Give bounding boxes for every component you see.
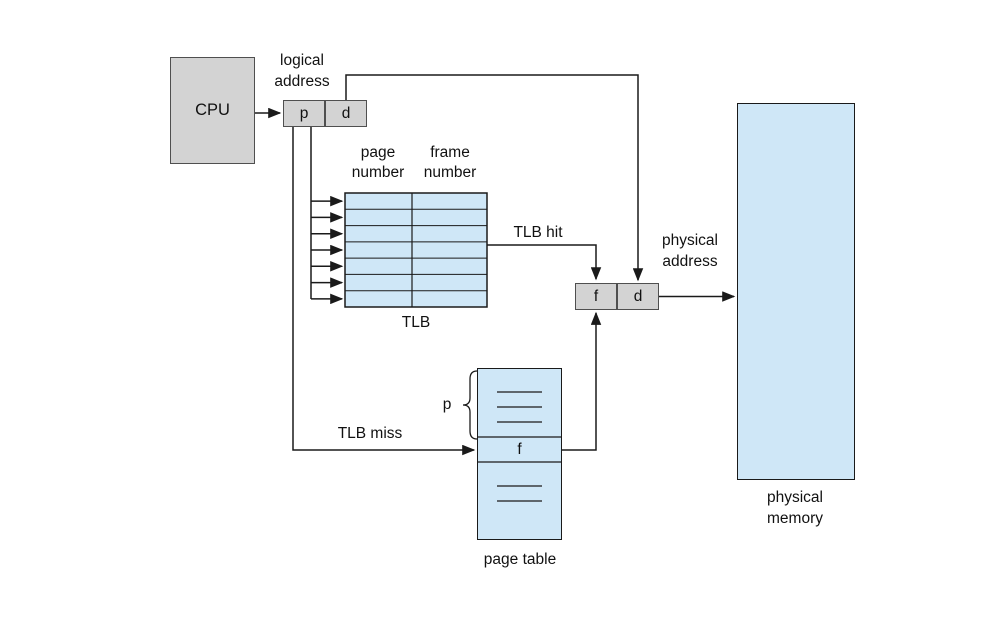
logical-address-d-cell: d bbox=[325, 100, 367, 127]
cpu-box: CPU bbox=[170, 57, 255, 164]
physical-d-label: d bbox=[633, 287, 643, 305]
tlb-hit-line bbox=[487, 244, 602, 281]
page-table-to-f-line bbox=[562, 311, 602, 451]
page-table-p-index-label: p bbox=[442, 396, 452, 413]
physical-memory-label: physical memory bbox=[767, 489, 823, 527]
logical-address-label: logical address bbox=[274, 52, 330, 90]
logical-address-p-cell: p bbox=[283, 100, 325, 127]
physical-address-d-cell: d bbox=[617, 283, 659, 310]
tlb-column-header-frame-number: frame number bbox=[423, 144, 477, 181]
cpu-label: CPU bbox=[195, 101, 230, 119]
physical-memory-box bbox=[737, 103, 855, 480]
p-to-tlb-lines bbox=[310, 127, 344, 305]
logical-d-label: d bbox=[341, 104, 351, 122]
tlb-hit-label: TLB hit bbox=[513, 224, 563, 241]
page-table-label: page table bbox=[483, 551, 557, 568]
logical-p-label: p bbox=[299, 104, 309, 122]
tlb-box bbox=[344, 192, 488, 308]
tlb-miss-label: TLB miss bbox=[337, 425, 403, 442]
p-index-brace bbox=[462, 370, 478, 440]
physical-address-label: physical address bbox=[662, 232, 718, 270]
physical-address-f-cell: f bbox=[575, 283, 617, 310]
tlb-label: TLB bbox=[401, 314, 431, 331]
physical-f-label: f bbox=[593, 287, 599, 305]
page-table-f-cell-label: f bbox=[517, 441, 522, 458]
tlb-row-dividers bbox=[345, 208, 487, 292]
tlb-column-header-page-number: page number bbox=[351, 144, 405, 181]
